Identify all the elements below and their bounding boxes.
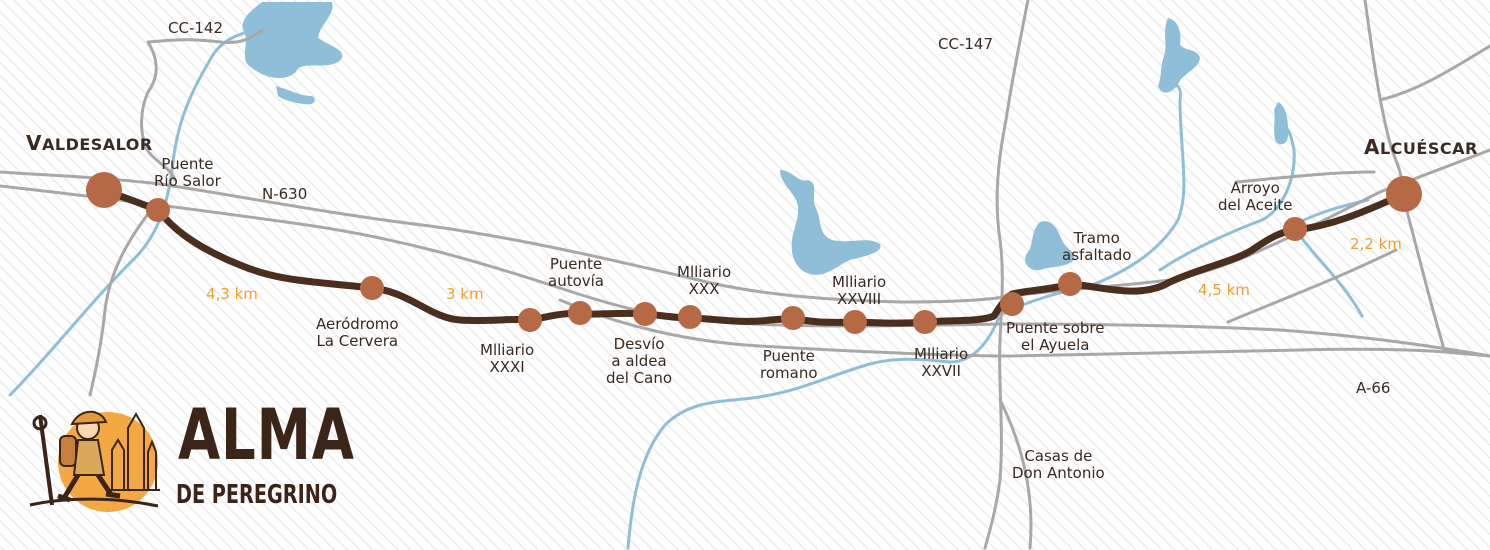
river-ayuela (626, 313, 1002, 550)
road-label-a66: A-66 (1356, 379, 1391, 397)
distance-label-4: 2,2 km (1350, 235, 1402, 253)
road-lower (558, 298, 1490, 358)
stop-dot-puente-rio-salor (146, 198, 170, 222)
river-southeast (1298, 234, 1364, 318)
stop-dot-miliario-xxx (678, 305, 702, 329)
distance-label-2: 3 km (446, 285, 484, 303)
road-cc147-south-branch (998, 398, 1033, 550)
stop-dot-miliario-xxvii (913, 310, 937, 334)
reservoir-right (1158, 18, 1200, 93)
stop-dot-aerodromo (360, 276, 384, 300)
river-branch-far-right (1158, 124, 1296, 272)
distance-label-1: 4,3 km (206, 285, 258, 303)
pilgrim-logo-icon (29, 410, 160, 512)
route-stops (86, 172, 1422, 334)
town-label-alcuescar: ALCUÉSCAR (1364, 135, 1478, 159)
reservoir-center (780, 170, 881, 275)
stop-dot-puente-romano (781, 306, 805, 330)
logo-title: ALMA (178, 394, 355, 476)
camino-route (100, 186, 1408, 327)
lake-small-left (276, 86, 315, 105)
lake-far-right (1274, 102, 1289, 145)
road-alcuescar-south (1402, 198, 1490, 358)
town-label-valdesalor: VALDESALOR (26, 131, 153, 155)
reservoir-top-left (242, 2, 343, 79)
road-valdesalor-south (88, 203, 157, 397)
road-ne (1378, 44, 1490, 102)
stop-dot-miliario-xxviii (843, 310, 867, 334)
road-label-cc147: CC-147 (938, 35, 993, 53)
distance-label-3: 4,5 km (1198, 281, 1250, 299)
road-cc147 (983, 0, 1030, 550)
stop-dot-valdesalor (86, 172, 122, 208)
water-bodies (242, 2, 1289, 275)
river-salor (8, 30, 250, 397)
stop-dot-miliario-xxxi (518, 308, 542, 332)
road-sw-diagonal (1226, 248, 1398, 324)
stop-dot-puente-autovia (568, 301, 592, 325)
stop-dot-puente-ayuela (1000, 292, 1024, 316)
logo-subtitle: DE PEREGRINO (176, 480, 338, 510)
lake-ayuela (1025, 221, 1075, 271)
stop-dot-arroyo-aceite (1283, 217, 1307, 241)
road-arroyo (1234, 170, 1376, 184)
stop-dot-alcuescar (1386, 176, 1422, 212)
stop-dot-desvio-aldea (633, 302, 657, 326)
road-cc142 (140, 28, 264, 182)
stop-dot-tramo-asfaltado (1058, 272, 1082, 296)
road-label-n630: N-630 (262, 185, 308, 203)
road-label-cc142: CC-142 (168, 19, 223, 37)
